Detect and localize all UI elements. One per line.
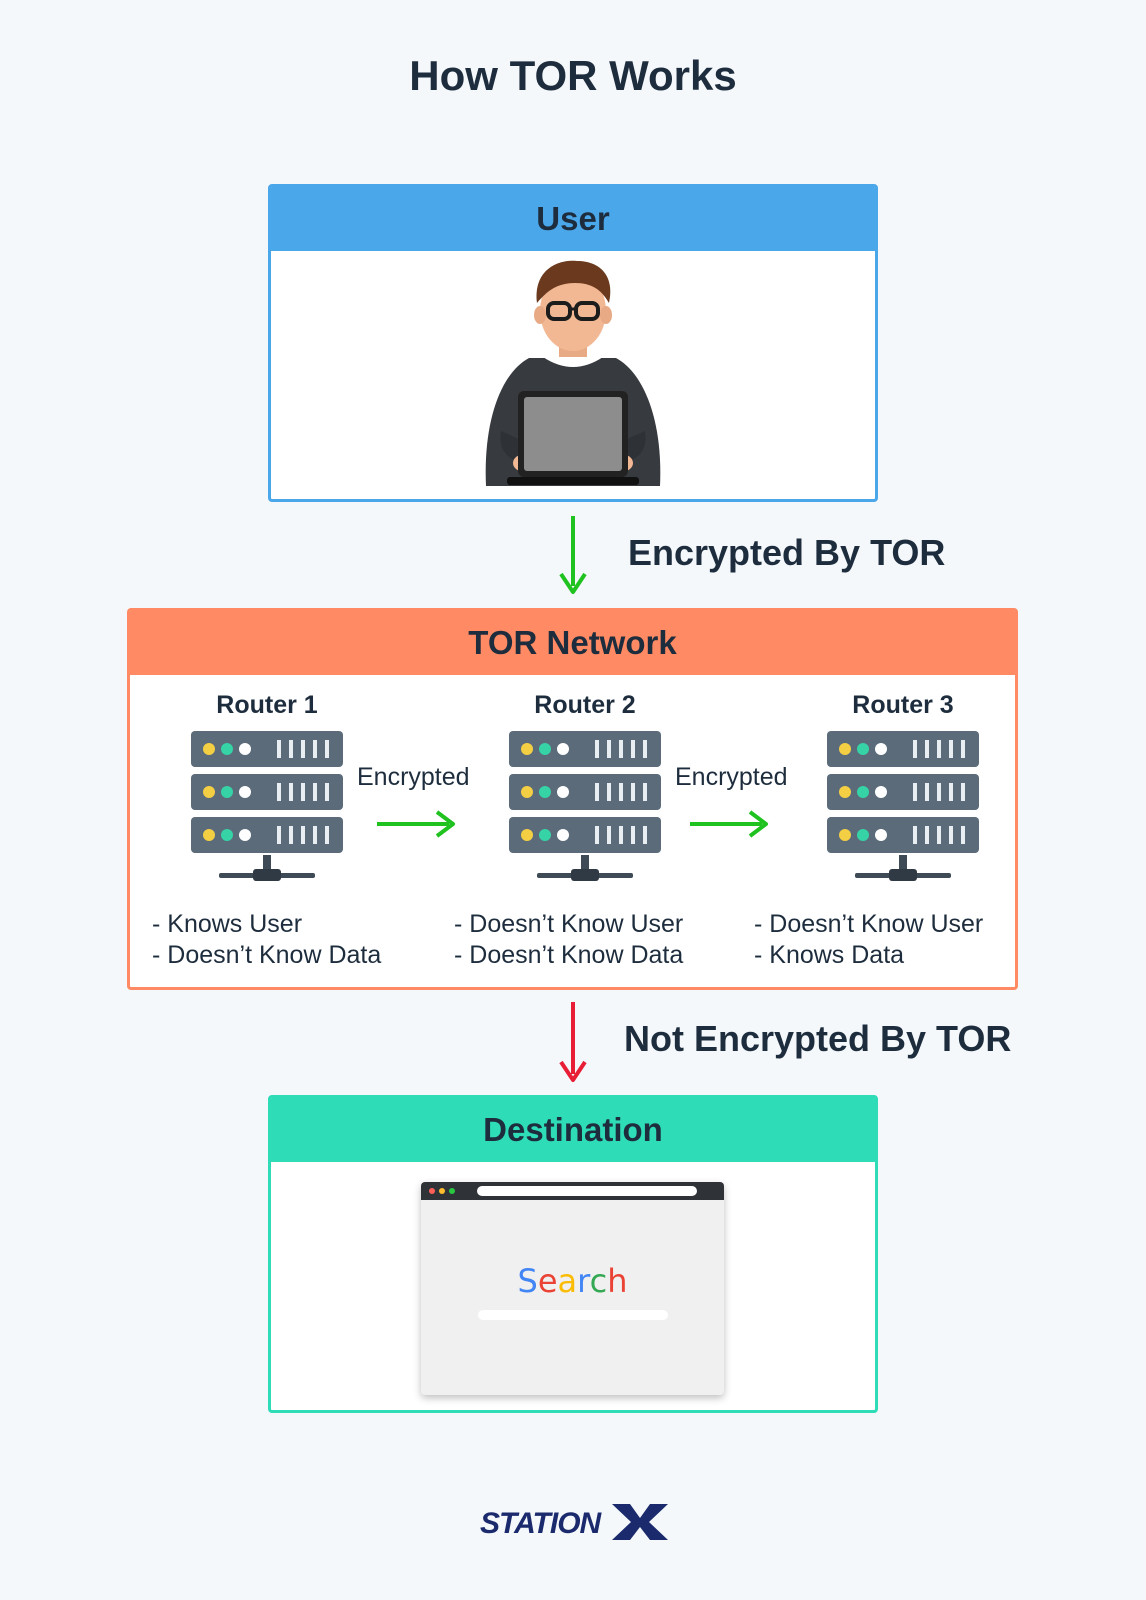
encrypted-link-label: Encrypted [675, 763, 788, 791]
router-name: Router 3 [852, 691, 954, 719]
router-3-notes: - Doesn’t Know User - Knows Data [754, 910, 984, 969]
router-1: Router 1 [130, 691, 407, 887]
destination-heading: Destination [271, 1098, 875, 1162]
search-logo: Search [421, 1262, 724, 1300]
encrypted-link-arrow [377, 810, 455, 838]
encrypted-arrow [559, 516, 587, 594]
server-icon [827, 731, 979, 881]
router-name: Router 2 [534, 691, 636, 719]
browser-window: Search [421, 1182, 724, 1395]
router-3: Router 3 [763, 691, 1015, 887]
server-icon [191, 731, 343, 881]
encrypted-link-arrow [690, 810, 768, 838]
router-2: Router 2 [445, 691, 725, 887]
user-heading: User [271, 187, 875, 251]
tor-network-panel: TOR Network Router 1 - Knows User - Does… [127, 608, 1018, 990]
destination-panel: Destination Search [268, 1095, 878, 1413]
close-dot-icon [429, 1188, 435, 1194]
server-icon [509, 731, 661, 881]
router-name: Router 1 [216, 691, 318, 719]
user-panel: User [268, 184, 878, 502]
not-encrypted-arrow [559, 1002, 587, 1082]
stationx-logo: STATION [480, 1504, 668, 1540]
minimize-dot-icon [439, 1188, 445, 1194]
encrypted-by-tor-label: Encrypted By TOR [628, 532, 946, 573]
not-encrypted-by-tor-label: Not Encrypted By TOR [624, 1018, 1012, 1059]
router-2-notes: - Doesn’t Know User - Doesn’t Know Data [454, 910, 684, 969]
svg-text:STATION: STATION [480, 1507, 603, 1540]
browser-toolbar [421, 1182, 724, 1200]
address-bar [477, 1186, 697, 1196]
page-title: How TOR Works [409, 52, 737, 99]
maximize-dot-icon [449, 1188, 455, 1194]
tor-network-heading: TOR Network [130, 611, 1015, 675]
search-letter: a [557, 1262, 578, 1300]
search-letter: S [517, 1262, 538, 1300]
search-letter: c [589, 1262, 608, 1300]
search-letter: r [577, 1262, 590, 1300]
encrypted-link-label: Encrypted [357, 763, 470, 791]
search-letter: h [607, 1262, 628, 1300]
search-input [478, 1310, 668, 1320]
search-letter: e [537, 1262, 558, 1300]
router-1-notes: - Knows User - Doesn’t Know Data [152, 910, 382, 969]
user-laptop-icon [485, 260, 661, 486]
